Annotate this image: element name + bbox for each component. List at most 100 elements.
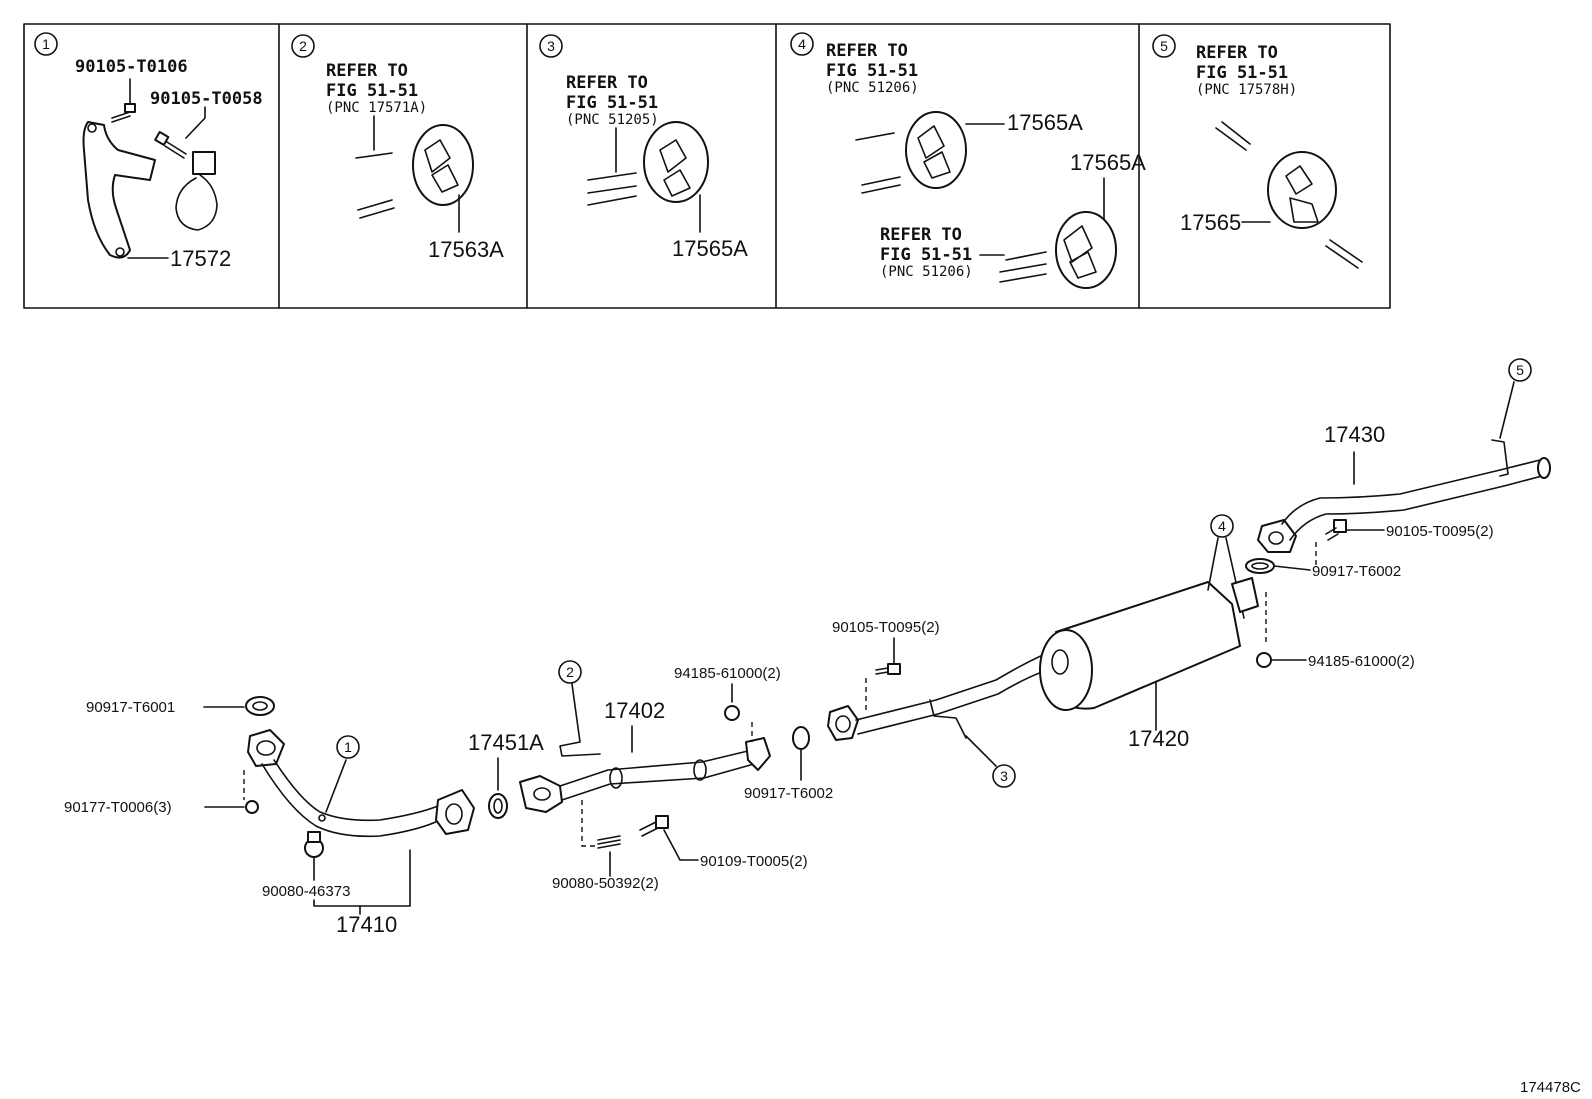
panel-2: 2 REFER TO FIG 51-51 (PNC 17571A) 17563A: [291, 34, 504, 262]
bracket-icon: [82, 121, 156, 259]
part-label: 90917-T6002: [1312, 563, 1401, 580]
gasket-icon: [1245, 558, 1275, 574]
flange-icon: [435, 789, 475, 835]
hanger-icon: [412, 124, 474, 206]
refer-line: FIG 51-51: [566, 93, 658, 113]
callout-number: 2: [566, 664, 574, 680]
gasket-icon: [792, 726, 810, 750]
gasket-icon: [245, 696, 275, 716]
nut-icon: [1256, 652, 1272, 668]
panel-3: 3 REFER TO FIG 51-51 (PNC 51205) 17565A: [539, 34, 748, 261]
clamp-icon: [175, 151, 218, 231]
gasket-icon: [488, 793, 508, 819]
part-label: 90105-T0058: [150, 89, 263, 109]
panel-number-badge: [291, 34, 315, 58]
callout-badge: [992, 764, 1016, 788]
nut-icon: [724, 705, 740, 721]
part-label: 17565A: [1007, 110, 1083, 135]
hanger-bracket-icon: [1231, 577, 1259, 613]
callout-badge: [558, 660, 582, 684]
part-label: 90917-T6001: [86, 699, 175, 716]
pnc-label: (PNC 51205): [566, 112, 659, 128]
detail-panels: [23, 23, 1391, 309]
panel-number: 1: [42, 36, 50, 52]
part-label: 17430: [1324, 422, 1385, 447]
part-label: 90105-T0095(2): [1386, 523, 1494, 540]
part-label: 17402: [604, 698, 665, 723]
refer-line: FIG 51-51: [326, 81, 418, 101]
part-label: 90080-50392(2): [552, 875, 659, 892]
panel-number-badge: [1152, 34, 1176, 58]
part-label: 17410: [336, 912, 397, 937]
hanger-icon: [643, 121, 709, 203]
part-label: 17563A: [428, 237, 504, 262]
panel-number: 3: [547, 38, 555, 54]
tail-pipe-assembly: 5 17430 90105-T0095(2) 90917-T6002 94185…: [1245, 358, 1551, 670]
bolt-icon: [875, 663, 901, 675]
part-label: 94185-61000(2): [1308, 653, 1415, 670]
pnc-label: (PNC 17571A): [326, 100, 427, 116]
hanger-icon: [1055, 211, 1117, 289]
part-label: 17565: [1180, 210, 1241, 235]
part-label: 17565A: [1070, 150, 1146, 175]
refer-line: FIG 51-51: [880, 245, 972, 265]
hanger-icon: [1267, 151, 1337, 229]
hanger-icon: [905, 111, 967, 189]
part-label: 17565A: [672, 236, 748, 261]
callout-badge: [1210, 514, 1234, 538]
flange-icon: [519, 775, 563, 813]
part-label: 17420: [1128, 726, 1189, 751]
refer-line: REFER TO: [326, 61, 408, 81]
callout-number: 3: [1000, 768, 1008, 784]
part-label: 90105-T0106: [75, 57, 188, 77]
pnc-label: (PNC 17578H): [1196, 82, 1297, 98]
panel-number: 2: [299, 38, 307, 54]
nut-icon: [245, 800, 259, 814]
muffler-icon: [1039, 581, 1241, 711]
refer-line: REFER TO: [826, 41, 908, 61]
pnc-label: (PNC 51206): [880, 264, 973, 280]
flange-icon: [745, 737, 771, 771]
center-pipe-assembly: 2 17402 94185-61000(2) 90917-T6002 90080…: [519, 660, 833, 892]
panel-number: 4: [798, 36, 806, 52]
part-label: 90177-T0006(3): [64, 799, 172, 816]
bolt-icon: [1325, 519, 1347, 541]
callout-number: 1: [344, 739, 352, 755]
part-label: 17451A: [468, 730, 544, 755]
bolt-icon: [111, 103, 136, 123]
part-label: 90080-46373: [262, 883, 350, 900]
spring-icon: [597, 835, 621, 849]
part-label: 17572: [170, 246, 231, 271]
flange-icon: [827, 705, 859, 741]
part-label: 94185-61000(2): [674, 665, 781, 682]
diagram-id: 174478C: [1520, 1079, 1581, 1096]
refer-line: FIG 51-51: [1196, 63, 1288, 83]
part-label: 90109-T0005(2): [700, 853, 808, 870]
panel-number: 5: [1160, 38, 1168, 54]
refer-line: REFER TO: [1196, 43, 1278, 63]
panel-5: 5 REFER TO FIG 51-51 (PNC 17578H) 17565: [1152, 34, 1363, 269]
pnc-label: (PNC 51206): [826, 80, 919, 96]
panel-number-badge: [539, 34, 563, 58]
panel-1: 1 90105-T0106 90105-T0058 17572: [34, 32, 263, 271]
part-label: 90917-T6002: [744, 785, 833, 802]
panel-number-badge: [34, 32, 58, 56]
callout-badge: [1508, 358, 1532, 382]
callout-number: 4: [1218, 518, 1226, 534]
front-pipe-assembly: 90917-T6001 1 90177-T0006(3) 90080-46373…: [64, 696, 475, 937]
panel-frame: [23, 23, 1391, 309]
flange-icon: [1257, 519, 1297, 553]
bolt-icon: [639, 815, 669, 837]
muffler-assembly: 90105-T0095(2) 3 17420 4: [827, 514, 1259, 788]
callout-badge: [336, 735, 360, 759]
callout-number: 5: [1516, 362, 1524, 378]
panel-4: 4 REFER TO FIG 51-51 (PNC 51206) 17565A …: [790, 32, 1146, 289]
refer-line: FIG 51-51: [826, 61, 918, 81]
flange-icon: [247, 729, 285, 767]
part-label: 90105-T0095(2): [832, 619, 940, 636]
gasket-ring-assembly: 17451A: [468, 730, 544, 819]
refer-line: REFER TO: [566, 73, 648, 93]
bolt-icon: [154, 131, 187, 159]
panel-number-badge: [790, 32, 814, 56]
